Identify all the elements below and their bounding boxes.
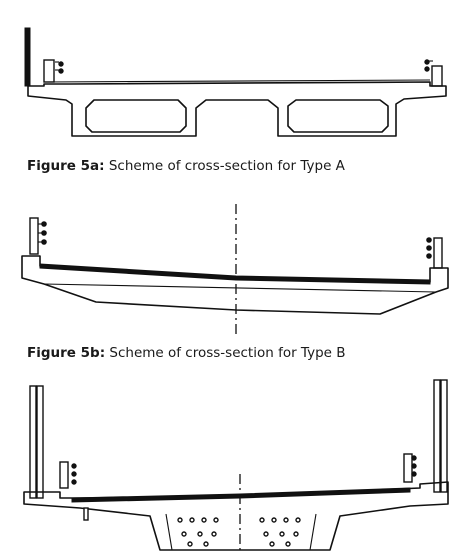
- left-barrier-post: [24, 27, 31, 87]
- figure-5b-label: Figure 5b:: [27, 345, 106, 361]
- left-railing: [43, 59, 64, 83]
- left-railing-b: [29, 217, 47, 255]
- wearing-surface-c: [71, 487, 411, 503]
- left-railing-c: [59, 461, 77, 489]
- tendon-group-left: [177, 517, 219, 547]
- figure-5a-drawing: [0, 0, 474, 150]
- figure-5a-label: Figure 5a:: [27, 158, 105, 174]
- figure-5b-caption-text: Scheme of cross-section for Type B: [109, 345, 346, 361]
- cross-section-type-c: [23, 379, 449, 554]
- tendon-group-right: [259, 517, 301, 547]
- slab-inner-line-b: [43, 283, 437, 293]
- deck-outline-a: [27, 81, 447, 137]
- figure-5a-caption: Figure 5a: Scheme of cross-section for T…: [27, 158, 345, 174]
- figure-5b-drawing: [0, 196, 474, 344]
- deck-surface-a: [43, 79, 431, 83]
- left-tall-barrier-c: [29, 385, 44, 499]
- right-railing-c: [403, 453, 417, 483]
- right-railing-b: [426, 237, 443, 269]
- right-box-void: [287, 99, 389, 133]
- cross-section-type-a: [24, 27, 447, 137]
- left-box-void: [85, 99, 187, 133]
- right-tall-barrier-c: [433, 379, 448, 493]
- figure-5a-caption-text: Scheme of cross-section for Type A: [108, 158, 345, 174]
- cross-section-type-b: [21, 204, 449, 338]
- figure-5b-caption: Figure 5b: Scheme of cross-section for T…: [27, 345, 346, 361]
- left-drain: [83, 507, 89, 521]
- figure-5c-drawing: [0, 374, 474, 556]
- wearing-surface-b: [39, 263, 431, 285]
